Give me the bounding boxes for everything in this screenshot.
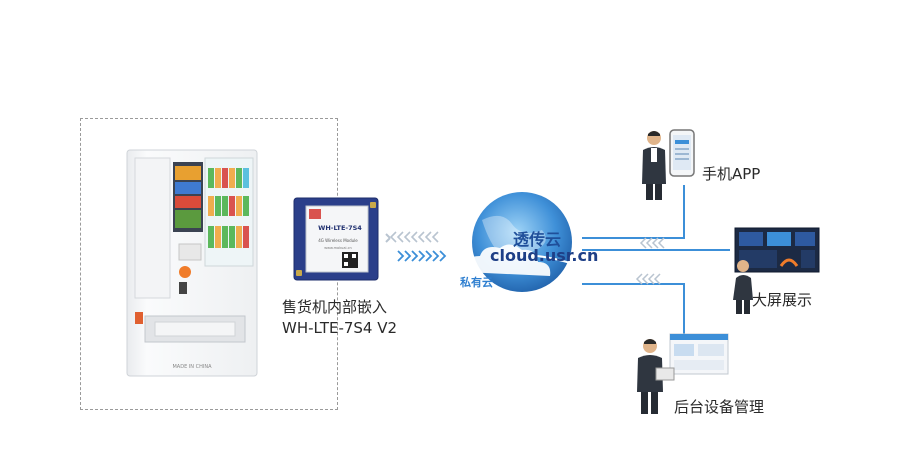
product-rows	[208, 168, 249, 248]
module-chip-sub: 4G Wireless Module	[318, 238, 358, 243]
vending-machine-illustration: MADE IN CHINA	[126, 149, 258, 377]
endpoint-big-screen: 大屏展示	[752, 291, 813, 309]
uplink-arrows	[385, 231, 447, 262]
uplink-arrow-row	[397, 250, 447, 262]
return-arrows	[639, 237, 665, 249]
endpoint-mobile-app: 手机APP	[702, 165, 761, 183]
device-caption-line2: WH-LTE-7S4 V2	[282, 319, 398, 337]
machine-bottom-text: MADE IN CHINA	[172, 364, 212, 370]
connection-lines	[582, 185, 730, 340]
mobile-user-illustration	[642, 129, 695, 200]
cloud-title: 透传云	[513, 230, 562, 249]
module-chip-url: www.mokuai.cn	[324, 246, 351, 250]
lte-module-illustration: WH-LTE-7S4 4G Wireless Module www.mokuai…	[293, 197, 379, 281]
cloud-url: cloud.usr.cn	[490, 246, 599, 265]
backend-admin-illustration	[637, 333, 729, 414]
downlink-arrow-row	[389, 231, 439, 243]
module-chip-label: WH-LTE-7S4	[318, 224, 362, 232]
big-screen-illustration	[733, 227, 820, 314]
device-caption-line1: 售货机内部嵌入	[282, 298, 388, 316]
endpoint-backend: 后台设备管理	[674, 398, 765, 416]
cloud-globe	[463, 192, 581, 292]
private-cloud-label: 私有云	[460, 276, 493, 289]
